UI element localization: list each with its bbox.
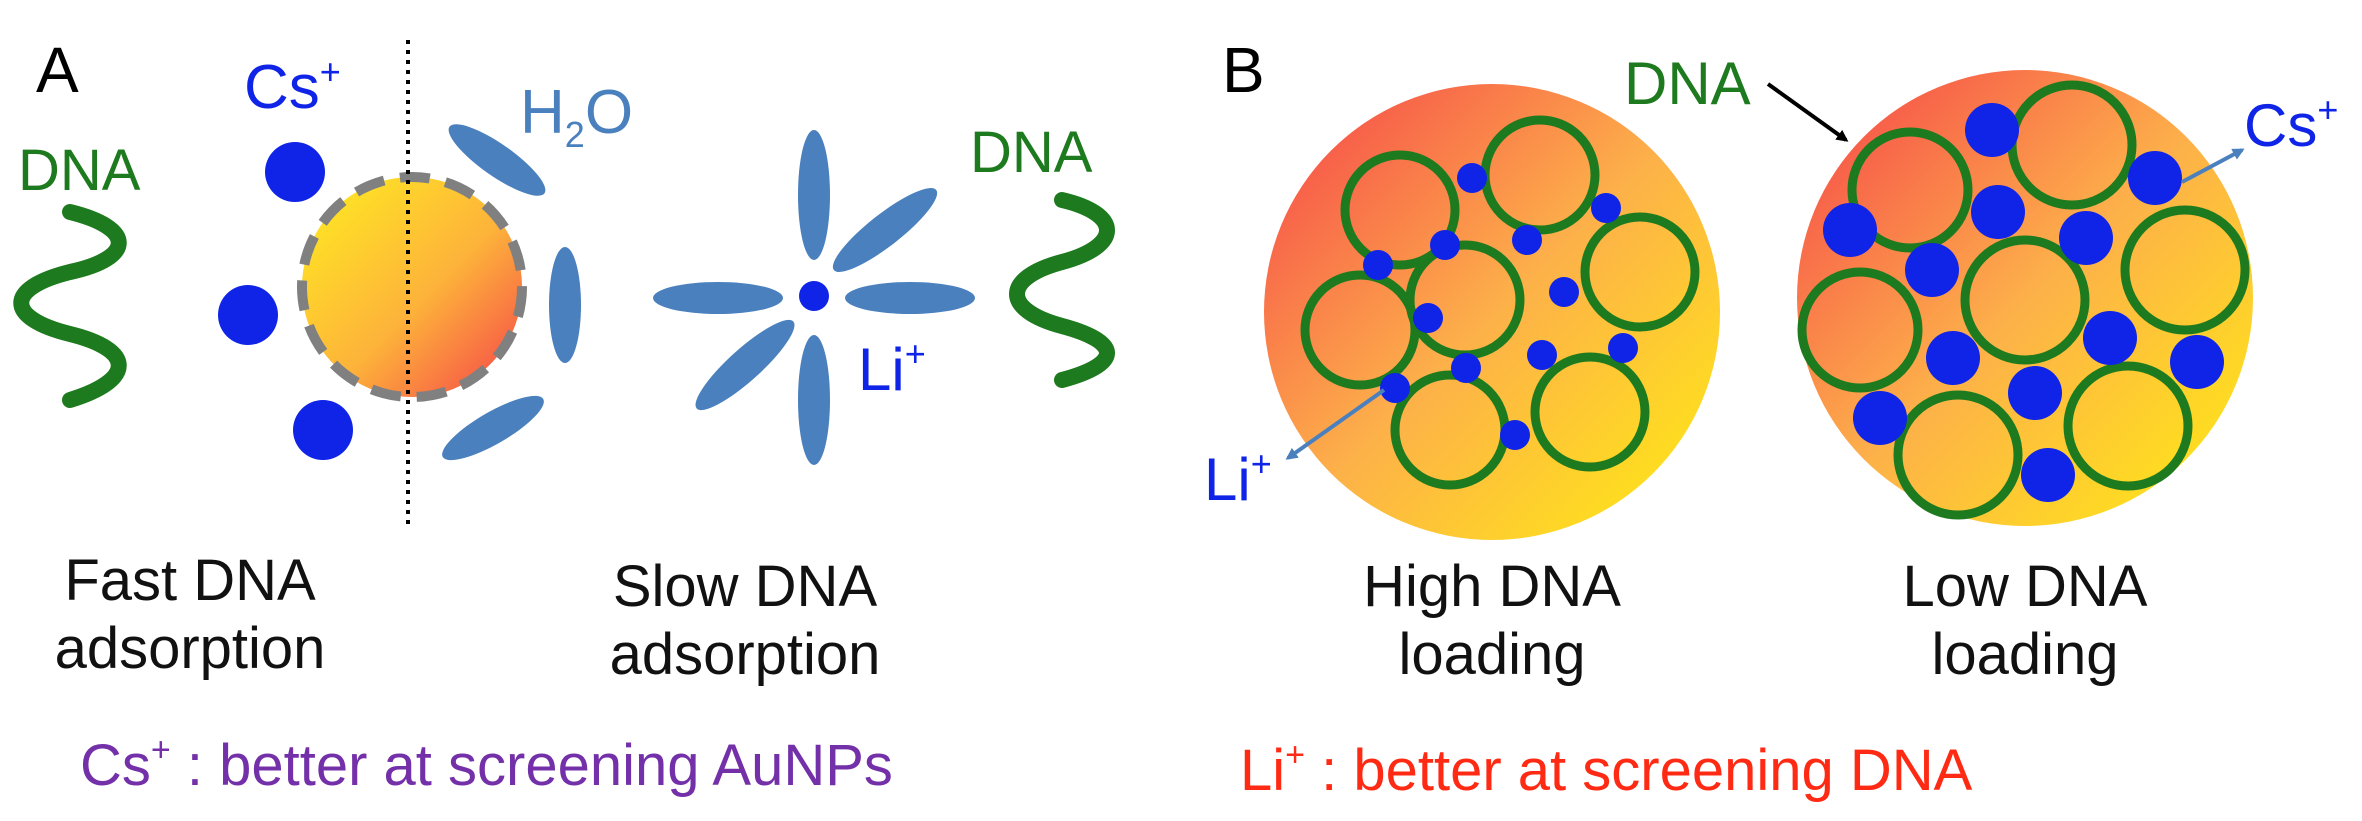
li-ion [1608, 333, 1638, 363]
dna-coil [2120, 205, 2250, 335]
cs-label-a: Cs+ [244, 51, 341, 122]
cs-ion [1965, 103, 2019, 157]
dna-strand-left [13, 204, 127, 408]
caption-fast-line2: adsorption [55, 616, 326, 681]
cs-ion [1905, 243, 1959, 297]
caption-low-line2: loading [1931, 622, 2118, 687]
water-molecule [845, 282, 975, 314]
dna-label-left: DNA [18, 138, 141, 203]
dna-label-right: DNA [970, 120, 1093, 185]
h2o-label: H2O [520, 78, 633, 155]
li-ion [1549, 277, 1579, 307]
panel-a-letter: A [36, 34, 79, 106]
cs-ion [1971, 185, 2025, 239]
dna-strand-right [1009, 192, 1115, 388]
li-ion [1512, 225, 1542, 255]
cs-ions-low [1823, 103, 2224, 502]
cs-ion [2021, 448, 2075, 502]
li-label-b: Li+ [1204, 443, 1272, 513]
cs-ion [218, 285, 278, 345]
footer-cs-statement: Cs+ : better at screening AuNPs [80, 731, 893, 798]
footer-li-statement: Li+ : better at screening DNA [1240, 736, 1973, 803]
li-ion [1380, 373, 1410, 403]
cs-ion [2083, 311, 2137, 365]
caption-slow-line1: Slow DNA [613, 554, 878, 619]
dna-coil [1960, 235, 2090, 365]
cs-ion [2008, 366, 2062, 420]
dna-coil [1340, 150, 1460, 270]
li-ion [1451, 353, 1481, 383]
li-ion-a [799, 281, 829, 311]
water-molecule [448, 124, 546, 196]
dna-label-b: DNA [1624, 50, 1751, 117]
dna-coil [2063, 361, 2193, 491]
gold-nanoparticle-a [297, 172, 527, 402]
water-molecule [798, 130, 830, 260]
water-molecule [442, 395, 544, 461]
cs-ion [2128, 151, 2182, 205]
caption-low-line1: Low DNA [1903, 554, 2148, 619]
cs-ion [1926, 331, 1980, 385]
li-ion [1413, 303, 1443, 333]
li-arrow [1285, 388, 1386, 460]
dna-coil [1893, 390, 2023, 520]
cs-label-b: Cs+ [2244, 89, 2338, 159]
cs-ion [2059, 211, 2113, 265]
dna-arrow [1766, 82, 1849, 142]
dna-coil [1580, 212, 1700, 332]
caption-fast-line1: Fast DNA [64, 548, 316, 613]
dna-coil [1847, 127, 1973, 253]
li-label-a: Li+ [858, 333, 926, 403]
li-ion [1591, 193, 1621, 223]
li-ion [1527, 340, 1557, 370]
cs-ion [265, 142, 325, 202]
cs-ion [1853, 391, 1907, 445]
dna-coil [1300, 270, 1420, 390]
cs-arrow [2181, 148, 2245, 184]
water-molecule [832, 188, 938, 272]
gold-nanoparticle-low [1797, 70, 2253, 526]
water-molecule [549, 247, 581, 363]
li-ions-high [1363, 163, 1638, 450]
water-molecule [653, 282, 783, 314]
li-ion [1430, 230, 1460, 260]
cs-ion [293, 400, 353, 460]
dna-coil [1797, 267, 1923, 393]
water-molecule [695, 319, 795, 411]
panel-b-letter: B [1222, 34, 1265, 106]
li-ion [1363, 250, 1393, 280]
li-ion [1457, 163, 1487, 193]
caption-slow-line2: adsorption [610, 622, 881, 687]
li-ion [1500, 420, 1530, 450]
dna-coil [1530, 352, 1650, 472]
water-molecule [798, 335, 830, 465]
caption-high-line2: loading [1398, 622, 1585, 687]
caption-high-line1: High DNA [1363, 554, 1621, 619]
cs-ion [2170, 335, 2224, 389]
cs-ion [1823, 203, 1877, 257]
